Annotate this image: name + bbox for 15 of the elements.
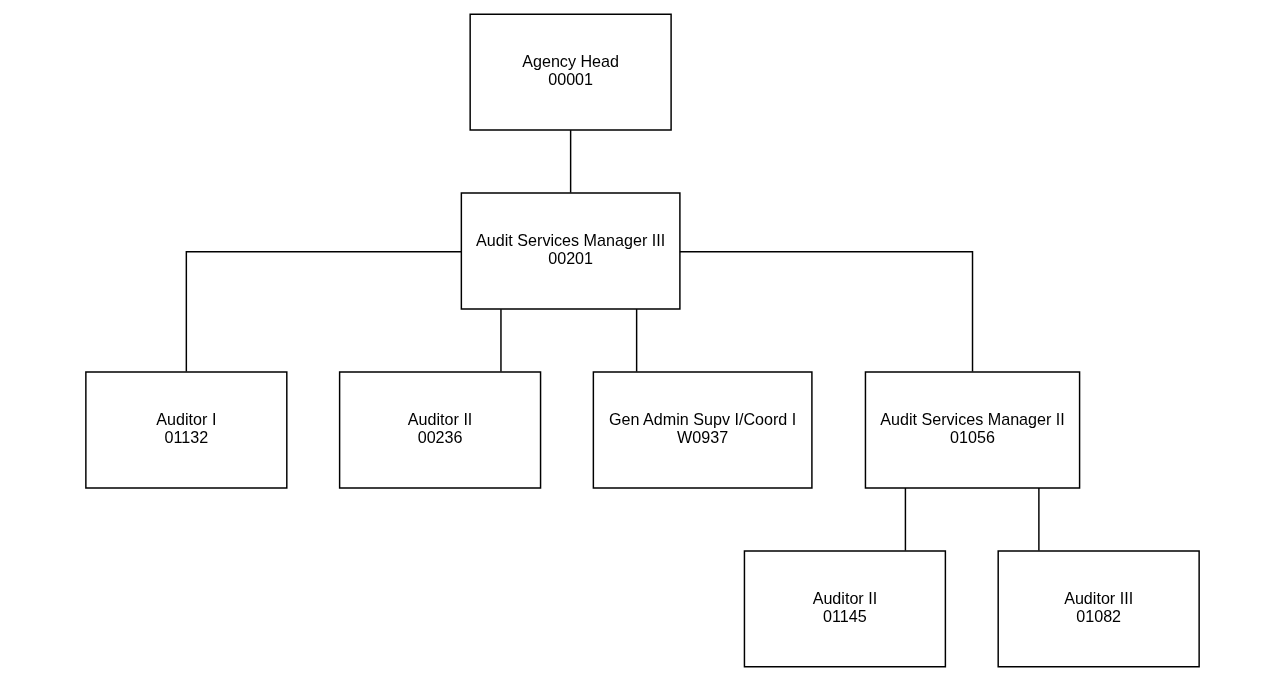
node-box: Auditor I 01132	[85, 371, 288, 489]
node-box: Gen Admin Supv I/Coord I W0937	[592, 371, 813, 489]
node-box: Audit Services Manager II 01056	[864, 371, 1081, 489]
node-box: Agency Head 00001	[469, 13, 672, 131]
connector	[1038, 487, 1040, 552]
node-box: Audit Services Manager III 00201	[460, 192, 681, 310]
node-box: Auditor III 01082	[997, 550, 1200, 668]
connector	[185, 251, 462, 373]
connector	[679, 251, 974, 373]
connector	[635, 308, 638, 373]
node-box: Auditor II 00236	[338, 371, 542, 489]
connector	[500, 308, 502, 373]
node-box: Auditor II 01145	[743, 550, 947, 668]
connector	[904, 487, 907, 552]
connector	[569, 129, 572, 194]
